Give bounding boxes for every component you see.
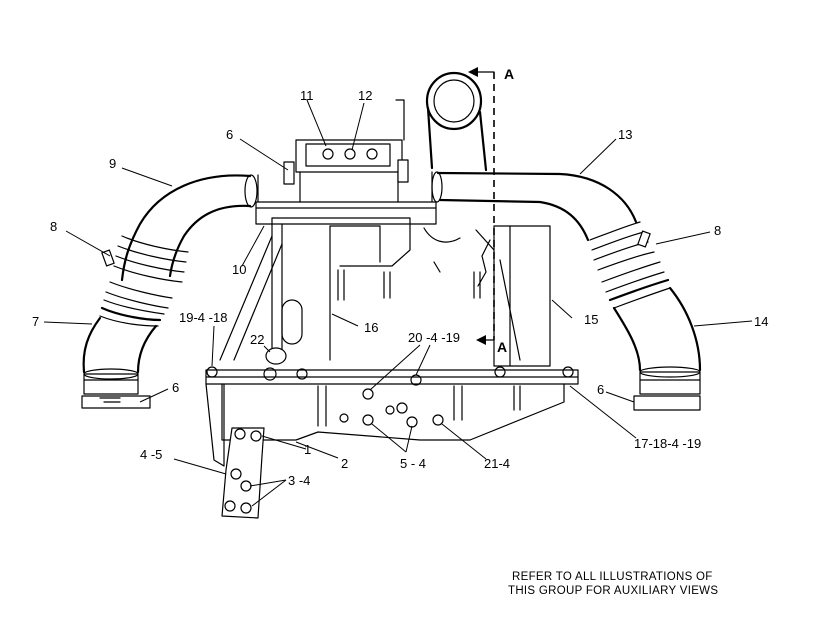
callout-11: 11: [300, 88, 314, 103]
callout-3-4: 3 -4: [288, 473, 310, 488]
auxiliary-views-note: REFER TO ALL ILLUSTRATIONS OF THIS GROUP…: [508, 571, 718, 597]
section-label-bottom: A: [497, 339, 507, 355]
top-inlet-pipe: [425, 71, 488, 172]
callout-6-right: 6: [597, 382, 604, 397]
right-elbow-tube: [431, 171, 638, 242]
callout-10: 10: [232, 262, 246, 277]
callout-17-18-4-19: 17-18-4 -19: [634, 436, 701, 451]
left-lower-tube: [81, 316, 158, 409]
callout-16: 16: [364, 320, 378, 335]
callout-19-4-18: 19-4 -18: [179, 310, 227, 325]
callout-8-right: 8: [714, 223, 721, 238]
note-line-1: REFER TO ALL ILLUSTRATIONS OF: [512, 571, 713, 583]
left-hose-clamps: [99, 235, 189, 327]
callout-14: 14: [754, 314, 768, 329]
callout-2: 2: [341, 456, 348, 471]
section-line-a: [468, 67, 495, 345]
callout-20-4-19: 20 -4 -19: [408, 330, 460, 345]
right-lower-tube: [612, 286, 702, 411]
callout-9: 9: [109, 156, 116, 171]
callout-1: 1: [304, 442, 311, 457]
note-line-2: THIS GROUP FOR AUXILIARY VIEWS: [508, 585, 718, 597]
callout-5-4: 5 - 4: [400, 456, 426, 471]
right-support: [475, 225, 551, 367]
callout-13: 13: [618, 127, 632, 142]
callout-7: 7: [32, 314, 39, 329]
base-plate: [205, 347, 579, 441]
section-label-top: A: [504, 66, 514, 82]
right-hose-clamps: [589, 221, 671, 309]
left-bracket-plate: [205, 383, 265, 519]
callout-21-4: 21-4: [484, 456, 510, 471]
manifold-body: [219, 99, 481, 361]
callout-8-left: 8: [50, 219, 57, 234]
callout-labels: 1 2 3 -4 4 -5 5 - 4 6 6 6 7 8 8 9 10 11 …: [32, 66, 768, 488]
callout-4-5: 4 -5: [140, 447, 162, 462]
callout-6-left: 6: [172, 380, 179, 395]
callout-6-top: 6: [226, 127, 233, 142]
callout-15: 15: [584, 312, 598, 327]
leader-lines: [43, 99, 753, 507]
callout-12: 12: [358, 88, 372, 103]
callout-22: 22: [250, 332, 264, 347]
